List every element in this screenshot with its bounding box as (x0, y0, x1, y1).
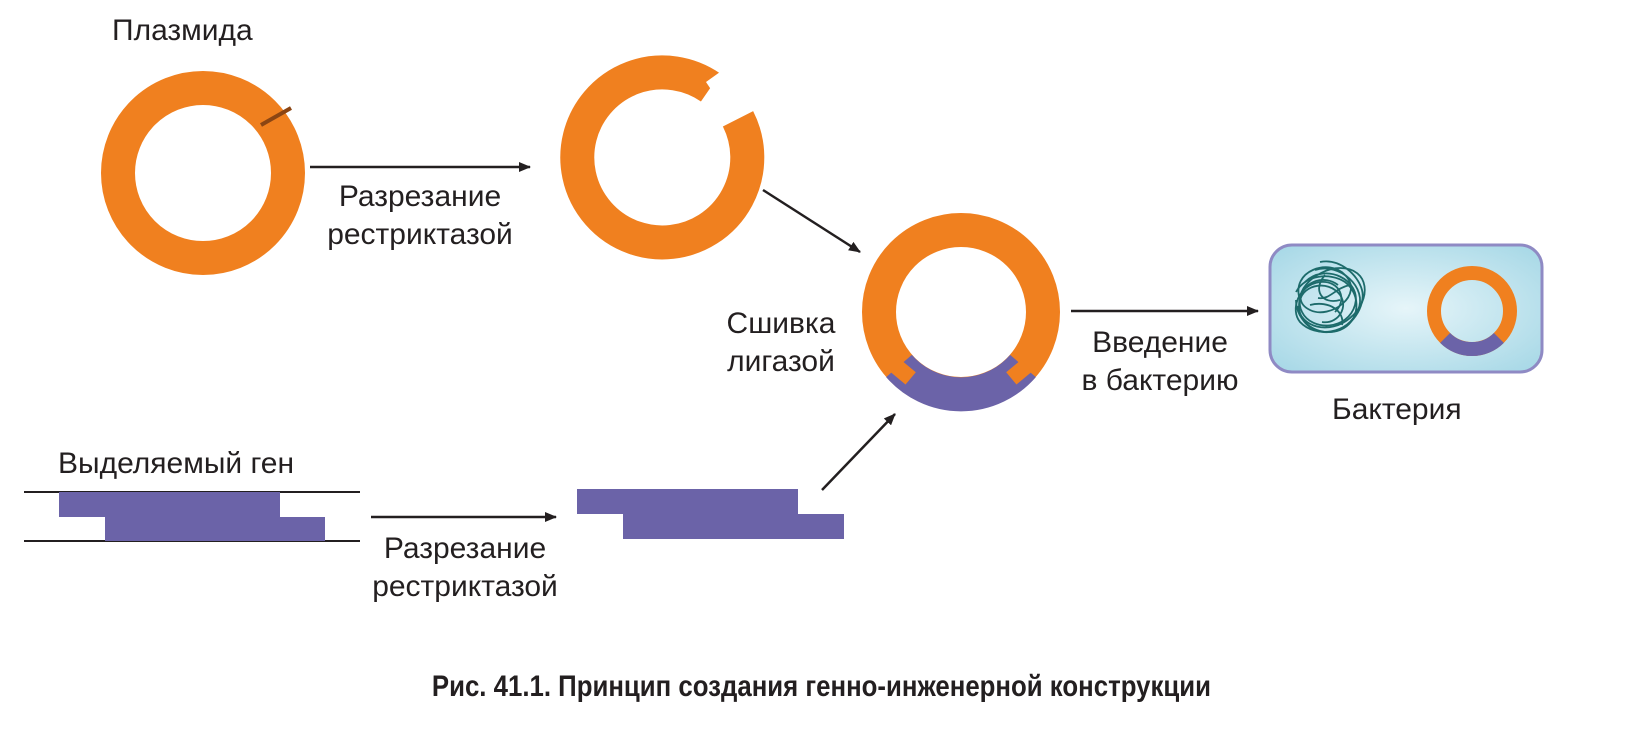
bacterial-plasmid (1427, 266, 1517, 357)
label-gene: Выделяемый ген (58, 447, 295, 480)
figure-caption: Рис. 41.1. Принцип создания генно-инжене… (431, 670, 1211, 703)
plasmid-intact (101, 71, 305, 275)
label-introduction: Введение в бактерию (1060, 324, 1260, 400)
label-introduction-line2: в бактерию (1081, 364, 1239, 397)
label-cut-top-line1: Разрезание (338, 180, 502, 213)
label-plasmid: Плазмида (112, 14, 253, 47)
label-ligation-line2: лигазой (727, 345, 835, 378)
label-cut-top: Разрезание рестриктазой (305, 178, 535, 254)
gene-fragment (577, 489, 844, 539)
gene-strand-top (59, 492, 280, 517)
label-ligation-line1: Сшивка (726, 307, 836, 340)
restriction-site-mark (260, 106, 292, 127)
label-ligation: Сшивка лигазой (700, 305, 862, 381)
gene-in-dna (24, 491, 360, 542)
bacterial-nucleoid (1294, 260, 1366, 333)
label-bacterium: Бактерия (1332, 393, 1462, 426)
arrow-to-ligation-top (762, 188, 861, 254)
bacterium (1268, 243, 1544, 374)
label-cut-bottom: Разрезание рестриктазой (350, 530, 580, 606)
plasmid-cut (560, 55, 765, 260)
label-cut-bottom-line1: Разрезание (383, 532, 547, 565)
arrow-to-ligation-bottom (821, 413, 896, 491)
label-cut-top-line2: рестриктазой (327, 218, 513, 251)
gene-strand-bottom (105, 517, 325, 541)
plasmid-recombinant (862, 213, 1060, 412)
label-cut-bottom-line2: рестриктазой (372, 570, 558, 603)
label-introduction-line1: Введение (1092, 326, 1228, 359)
